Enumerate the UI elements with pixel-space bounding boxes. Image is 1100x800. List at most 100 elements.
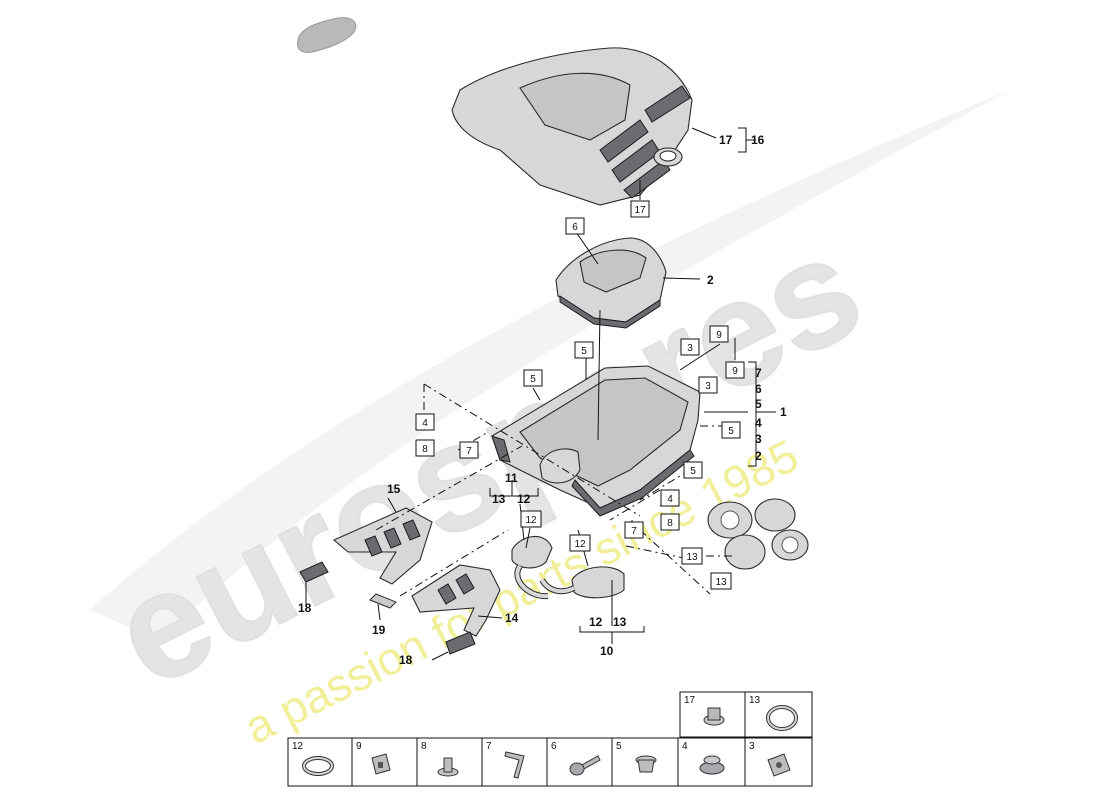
svg-text:5: 5	[728, 426, 734, 437]
boxed-label-7-right: 7	[624, 521, 644, 539]
svg-text:6: 6	[551, 741, 557, 752]
callout-2: 2	[707, 273, 714, 287]
svg-text:5: 5	[690, 466, 696, 477]
stack-label-2: 2	[755, 449, 762, 463]
car-icon	[297, 17, 357, 53]
parts-cell-6[interactable]: 6	[546, 737, 613, 787]
boxed-label-12-left: 12	[520, 510, 542, 528]
stack-label-5: 5	[755, 397, 762, 411]
bolt-icon	[569, 755, 601, 776]
callout-numbers: 17 16 2 1 11 13 12 15 18 19 14 18 12 13 …	[298, 133, 787, 667]
callout-18-a: 18	[298, 601, 312, 615]
svg-text:8: 8	[667, 518, 673, 529]
hose-clamp-icon	[302, 756, 334, 776]
boxed-label-4-right: 4	[660, 489, 680, 507]
svg-text:13: 13	[686, 552, 698, 563]
svg-text:5: 5	[530, 374, 536, 385]
clamp-ring-icon	[766, 705, 798, 731]
air-duct-part-14[interactable]	[411, 564, 501, 637]
boxed-labels: 17 6 9 3 5 9 3 5 4 8 7 5 5 4 8 7 12 12 1…	[415, 200, 745, 590]
parts-cell-5[interactable]: 5	[611, 737, 679, 787]
engine-cover-part-16[interactable]	[451, 47, 693, 206]
boxed-label-8-right: 8	[660, 513, 680, 531]
svg-text:7: 7	[466, 446, 472, 457]
watermark-swoosh	[90, 90, 1010, 640]
filter-housing-part-1[interactable]	[491, 365, 701, 517]
plug-icon	[703, 707, 725, 726]
svg-text:7: 7	[486, 741, 492, 752]
stack-label-3: 3	[755, 432, 762, 446]
svg-text:3: 3	[705, 381, 711, 392]
parts-cell-8[interactable]: 8	[416, 737, 483, 787]
callout-19: 19	[372, 623, 386, 637]
callout-13-a: 13	[492, 492, 506, 506]
parts-cell-13-top[interactable]: 13	[744, 691, 813, 738]
callout-10: 10	[600, 644, 614, 658]
callout-1: 1	[780, 405, 787, 419]
callout-13-b: 13	[613, 615, 627, 629]
parts-cell-4[interactable]: 4	[677, 737, 746, 787]
boxed-label-17: 17	[630, 200, 650, 218]
seal-part-18-lower[interactable]	[445, 631, 476, 655]
boxed-label-8-left: 8	[415, 439, 435, 457]
callout-15: 15	[387, 482, 401, 496]
parts-table: 17 13 12 9	[287, 691, 813, 787]
boxed-label-5-right: 5	[721, 421, 741, 439]
boxed-label-13-upper: 13	[681, 547, 703, 565]
callout-14: 14	[505, 611, 519, 625]
svg-text:3: 3	[749, 741, 755, 752]
parts-cell-17[interactable]: 17	[679, 691, 746, 738]
retaining-clip-icon	[504, 751, 525, 779]
seal-part-18-upper[interactable]	[299, 561, 329, 583]
boxed-label-5-left: 5	[523, 369, 543, 387]
svg-text:9: 9	[356, 741, 362, 752]
grommet-icon	[635, 755, 657, 773]
stack-labels: 7 6 5 4 3 2	[755, 366, 762, 463]
svg-text:17: 17	[684, 695, 696, 706]
boxed-label-7-left: 7	[459, 441, 479, 459]
svg-text:12: 12	[574, 539, 586, 550]
svg-text:4: 4	[682, 741, 688, 752]
boxed-label-4-left: 4	[415, 413, 435, 431]
svg-text:3: 3	[687, 343, 693, 354]
parts-cell-12[interactable]: 12	[287, 737, 353, 787]
air-duct-part-15[interactable]	[332, 507, 433, 585]
svg-text:12: 12	[525, 515, 537, 526]
boxed-label-9-top: 9	[709, 325, 729, 343]
hose-part-19[interactable]	[369, 593, 397, 609]
boxed-label-12-mid: 12	[569, 534, 591, 552]
expanding-rivet-icon	[437, 757, 459, 777]
intake-pipe-part-10[interactable]	[511, 536, 625, 600]
boxed-label-13-lower: 13	[710, 572, 732, 590]
svg-text:8: 8	[422, 444, 428, 455]
filter-lid-part-2[interactable]	[555, 237, 667, 329]
callout-12-a: 12	[517, 492, 531, 506]
leader-lines	[305, 127, 776, 661]
boxed-label-3-mid: 3	[698, 376, 718, 394]
parts-cell-7[interactable]: 7	[481, 737, 548, 787]
boxed-label-3-top: 3	[680, 338, 700, 356]
boxed-label-6: 6	[565, 217, 585, 235]
svg-text:4: 4	[422, 418, 428, 429]
bracket-clip-icon	[371, 753, 391, 775]
svg-text:8: 8	[421, 741, 427, 752]
clip-nut-icon	[767, 753, 791, 777]
parts-cell-3[interactable]: 3	[744, 737, 813, 787]
turbochargers	[707, 498, 809, 570]
stack-label-7: 7	[755, 366, 762, 380]
svg-text:7: 7	[631, 526, 637, 537]
parts-cell-9[interactable]: 9	[351, 737, 418, 787]
callout-17: 17	[719, 133, 733, 147]
svg-text:13: 13	[715, 577, 727, 588]
callout-11: 11	[505, 471, 518, 485]
callout-16: 16	[751, 133, 765, 147]
boxed-label-5-top: 5	[574, 341, 594, 359]
callout-12-b: 12	[589, 615, 603, 629]
svg-text:9: 9	[716, 330, 722, 341]
rubber-mount-icon	[699, 755, 725, 775]
svg-text:5: 5	[581, 346, 587, 357]
svg-text:6: 6	[572, 222, 578, 233]
stack-label-6: 6	[755, 382, 762, 396]
svg-text:12: 12	[292, 741, 304, 752]
